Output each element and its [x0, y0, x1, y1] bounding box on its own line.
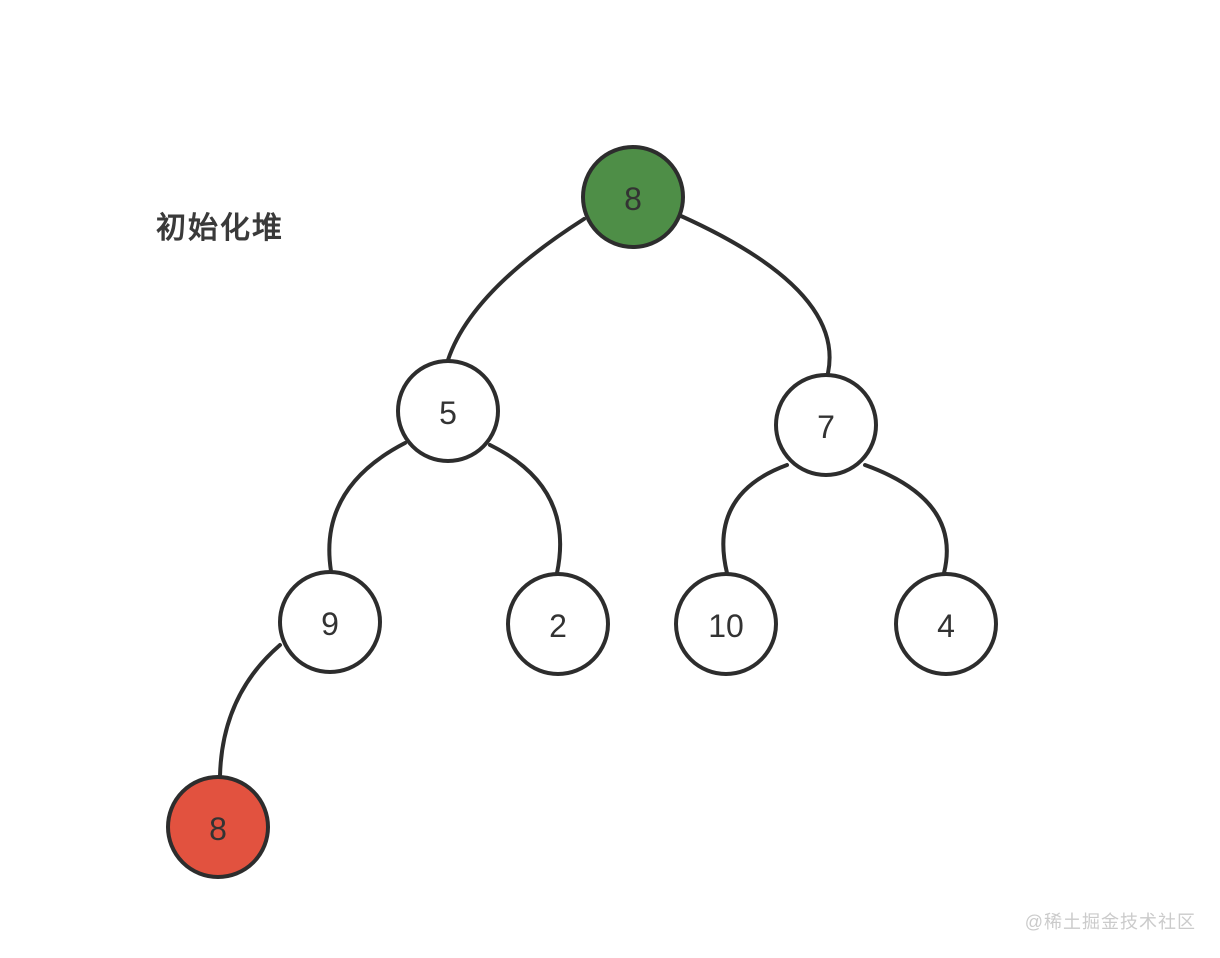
- tree-edge-node-5-node-9: [327, 441, 407, 573]
- node-label-node-10: 10: [708, 608, 744, 644]
- tree-edge-node-9-leaf-8: [218, 643, 282, 778]
- node-circle-node-10: [674, 572, 778, 676]
- page-title: 初始化堆: [156, 212, 284, 245]
- node-circle-root-8: [581, 145, 685, 249]
- node-circle-node-2: [506, 572, 610, 676]
- tree-node-root-8: 8: [581, 145, 685, 249]
- node-label-node-9: 9: [321, 606, 339, 642]
- tree-node-node-2: 2: [506, 572, 610, 676]
- node-circle-leaf-8: [166, 775, 270, 879]
- node-label-node-2: 2: [549, 608, 567, 644]
- node-circle-node-4: [894, 572, 998, 676]
- node-label-node-7: 7: [817, 409, 835, 445]
- watermark-label: @稀土掘金技术社区: [1024, 912, 1196, 932]
- tree-node-leaf-8: 8: [166, 775, 270, 879]
- tree-edge-node-7-node-4: [863, 463, 949, 575]
- tree-node-node-10: 10: [674, 572, 778, 676]
- node-label-node-4: 4: [937, 608, 955, 644]
- node-label-node-5: 5: [439, 395, 457, 431]
- node-circle-node-9: [278, 570, 382, 674]
- node-label-leaf-8: 8: [209, 811, 227, 847]
- tree-edge-node-7-node-10: [721, 463, 789, 575]
- tree-edge-root-8-node-5: [446, 217, 586, 362]
- node-circle-node-7: [774, 373, 878, 477]
- tree-node-node-4: 4: [894, 572, 998, 676]
- node-circle-node-5: [396, 359, 500, 463]
- tree-edge-node-5-node-2: [488, 443, 563, 575]
- tree-node-node-7: 7: [774, 373, 878, 477]
- tree-node-node-5: 5: [396, 359, 500, 463]
- tree-edge-root-8-node-7: [679, 214, 832, 375]
- node-label-root-8: 8: [624, 181, 642, 217]
- tree-node-node-9: 9: [278, 570, 382, 674]
